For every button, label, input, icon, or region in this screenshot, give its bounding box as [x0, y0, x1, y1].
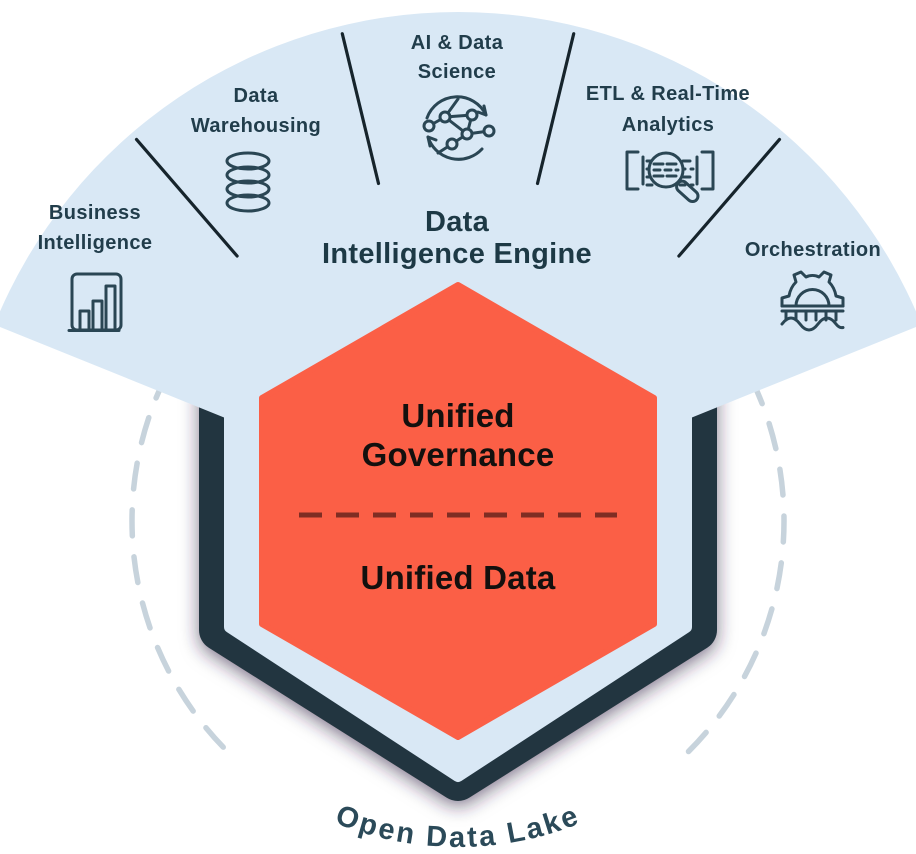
unified-data-label: Unified Data — [361, 559, 556, 596]
segment-label: Orchestration — [745, 239, 881, 261]
segment-orchestration: Orchestration — [745, 239, 881, 332]
segment-business-intelligence: Business Intelligence — [38, 202, 153, 332]
segment-label: Intelligence — [38, 232, 153, 254]
divider-line — [134, 137, 239, 258]
segment-data-warehousing: Data Warehousing — [191, 85, 321, 213]
engine-title-line1: Data — [425, 206, 490, 238]
bar-chart-icon — [67, 272, 123, 332]
segment-label: Data — [234, 85, 279, 107]
hexagon-labels: Unified Governance Unified Data — [361, 397, 556, 596]
open-data-lake-label: Open Data Lake — [331, 799, 584, 854]
database-icon — [225, 151, 271, 213]
segment-label: Science — [418, 61, 496, 83]
unified-governance-line1: Unified — [401, 397, 514, 434]
hexagon-shape — [259, 282, 657, 740]
segment-label: AI & Data — [411, 32, 504, 54]
divider-line — [535, 32, 576, 186]
engine-title: Data Intelligence Engine — [322, 206, 592, 270]
divider-line — [677, 137, 782, 258]
gear-bridge-icon — [780, 270, 845, 332]
unified-governance-line2: Governance — [362, 436, 555, 473]
ml-network-cycle-icon — [422, 95, 496, 161]
engine-title-line2: Intelligence Engine — [322, 238, 592, 270]
segment-ai-data-science: AI & Data Science — [411, 32, 504, 161]
segment-dividers — [134, 32, 782, 258]
segment-label: Business — [49, 202, 141, 224]
segment-label: Analytics — [622, 114, 715, 136]
segment-etl-realtime-analytics: ETL & Real-Time Analytics — [586, 83, 750, 204]
segment-label: ETL & Real-Time — [586, 83, 750, 105]
divider-line — [340, 32, 381, 186]
segment-label: Warehousing — [191, 115, 321, 137]
pipeline-magnifier-icon — [625, 150, 715, 204]
fan-sector — [0, 11, 916, 512]
